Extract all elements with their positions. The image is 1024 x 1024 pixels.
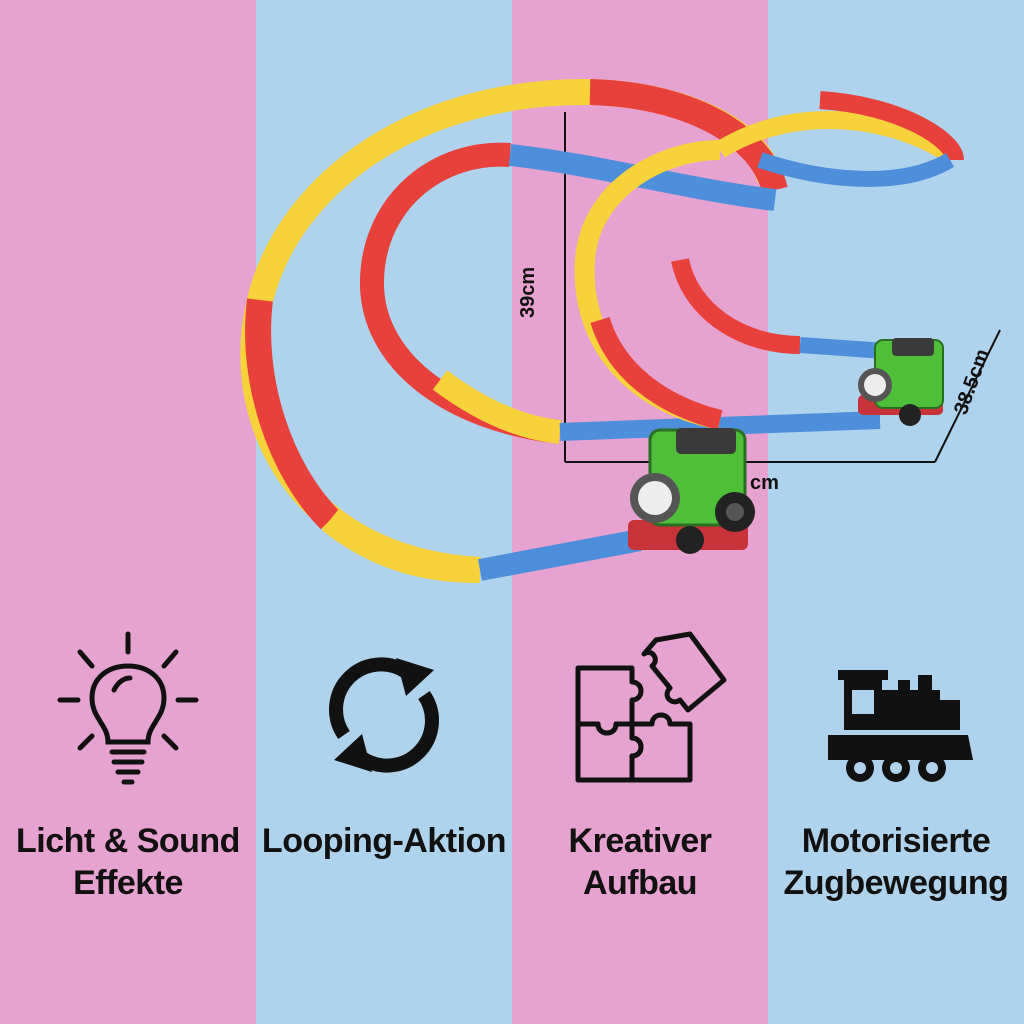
feature-motorized-train-line2: Zugbewegung [783, 864, 1009, 902]
train-front [628, 428, 755, 554]
puzzle-icon [575, 631, 727, 783]
feature-light-sound: Licht & Sound Effekte [0, 630, 256, 1024]
track-small-loop [574, 91, 964, 430]
feature-motorized-train: Motorisierte Zugbewegung [768, 630, 1024, 1024]
height-dimension-label: 39cm [517, 266, 539, 318]
feature-light-sound-line2: Effekte [73, 864, 183, 902]
feature-creative-build-line2: Aufbau [582, 864, 698, 902]
width-dimension-label: cm [750, 472, 779, 494]
light-bulb-icon [57, 631, 199, 785]
feature-motorized-train-line1: Motorisierte [801, 822, 991, 860]
train-icon [828, 670, 973, 782]
train-back [858, 338, 944, 426]
background-stripe-pink-1 [0, 0, 256, 1024]
loop-arrows-icon [329, 657, 439, 773]
feature-light-sound-line1: Licht & Sound [16, 822, 240, 860]
feature-creative-build-line1: Kreativer [568, 822, 712, 860]
feature-creative-build: Kreativer Aufbau [512, 630, 768, 1024]
feature-looping-line1: Looping-Aktion [261, 822, 507, 860]
feature-looping: Looping-Aktion [256, 630, 512, 1024]
